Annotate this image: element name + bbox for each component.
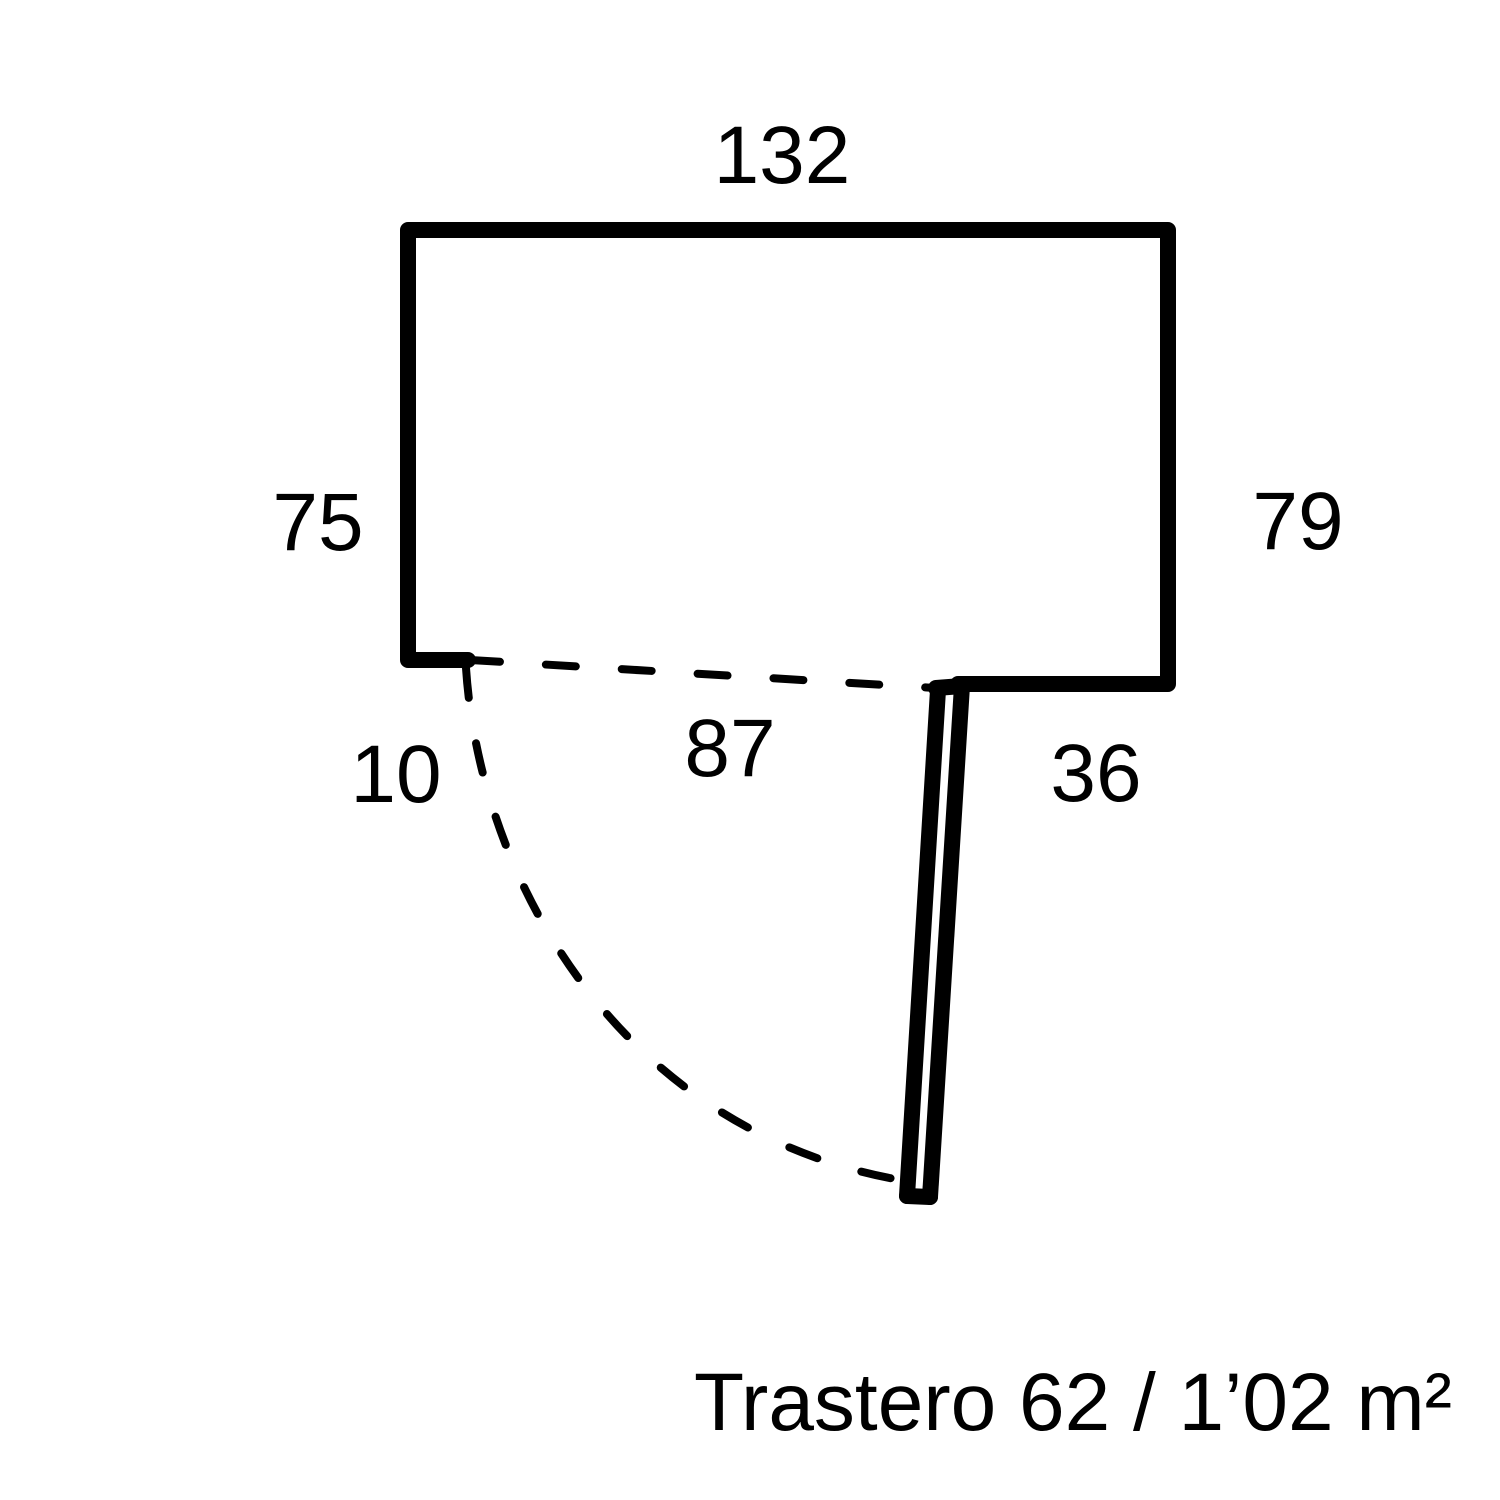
dimension-left: 75	[272, 477, 363, 568]
dimension-right: 79	[1252, 476, 1343, 567]
door-leaf-right	[922, 678, 970, 1205]
dimension-door-return: 10	[350, 729, 441, 820]
door-opening-dashed-line	[466, 656, 939, 692]
dimension-bottom-right: 36	[1050, 728, 1141, 819]
dimension-top: 132	[714, 110, 851, 201]
walls	[400, 222, 1176, 692]
door-bottom	[899, 1188, 938, 1205]
door-leaf-left	[899, 682, 946, 1204]
door-top	[928, 678, 970, 696]
door	[899, 678, 970, 1205]
dimension-door-opening: 87	[684, 703, 775, 794]
door-swing	[462, 656, 939, 1184]
plan-title: Trastero 62 / 1’02 m²	[694, 1357, 1452, 1448]
main-wall	[400, 222, 1176, 692]
door-swing-arc	[462, 664, 904, 1184]
